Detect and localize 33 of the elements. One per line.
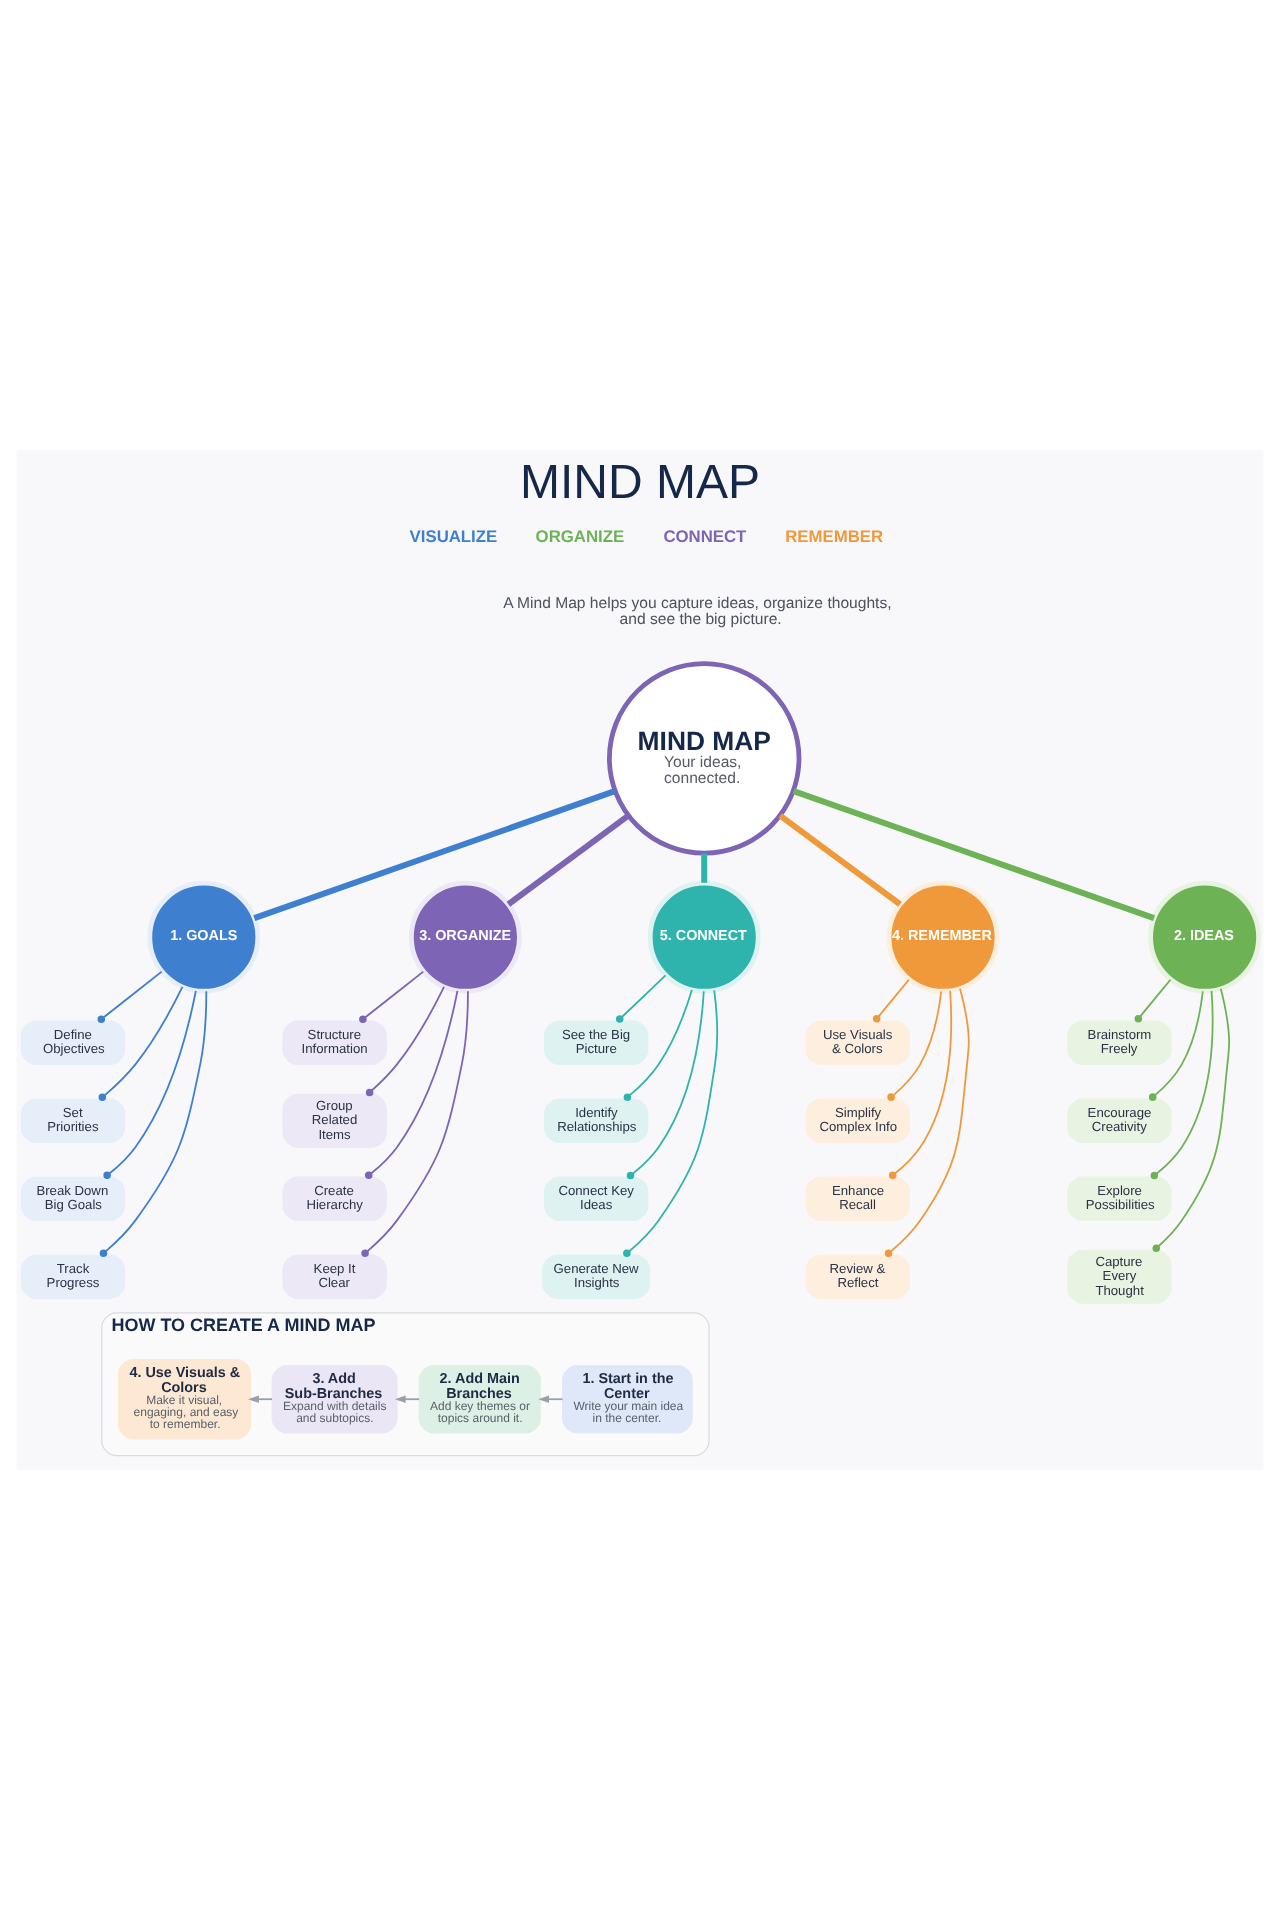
connector: [359, 970, 425, 1024]
connector: [1150, 990, 1214, 1180]
connector: [1148, 990, 1204, 1101]
connector: [361, 990, 469, 1257]
connector: [616, 974, 667, 1023]
connector: [626, 990, 705, 1180]
connector: [1152, 987, 1231, 1252]
connector: [872, 978, 910, 1023]
label: CONNECT: [663, 526, 747, 547]
connector: [253, 788, 616, 921]
connector: [701, 853, 708, 883]
connector: [99, 990, 208, 1257]
connector: [623, 989, 693, 1101]
connector: [365, 986, 445, 1097]
arrow: [248, 1395, 273, 1403]
connector: [103, 990, 197, 1180]
connector: [97, 970, 163, 1024]
connector: [1134, 978, 1172, 1023]
label: REMEMBER: [785, 526, 884, 547]
connector: [98, 986, 184, 1102]
arrow: [394, 1395, 420, 1403]
label: VISUALIZE: [409, 526, 498, 547]
connector: [792, 788, 1156, 921]
arrow: [538, 1395, 564, 1403]
connector: [623, 989, 719, 1258]
connector: [506, 813, 631, 907]
connector: [778, 813, 902, 907]
connector: [364, 990, 459, 1180]
diagram-title: MIND MAP: [520, 456, 760, 510]
label: ORGANIZE: [535, 526, 625, 547]
connector: [884, 987, 970, 1258]
connector: [888, 990, 953, 1180]
connector: [887, 990, 943, 1101]
